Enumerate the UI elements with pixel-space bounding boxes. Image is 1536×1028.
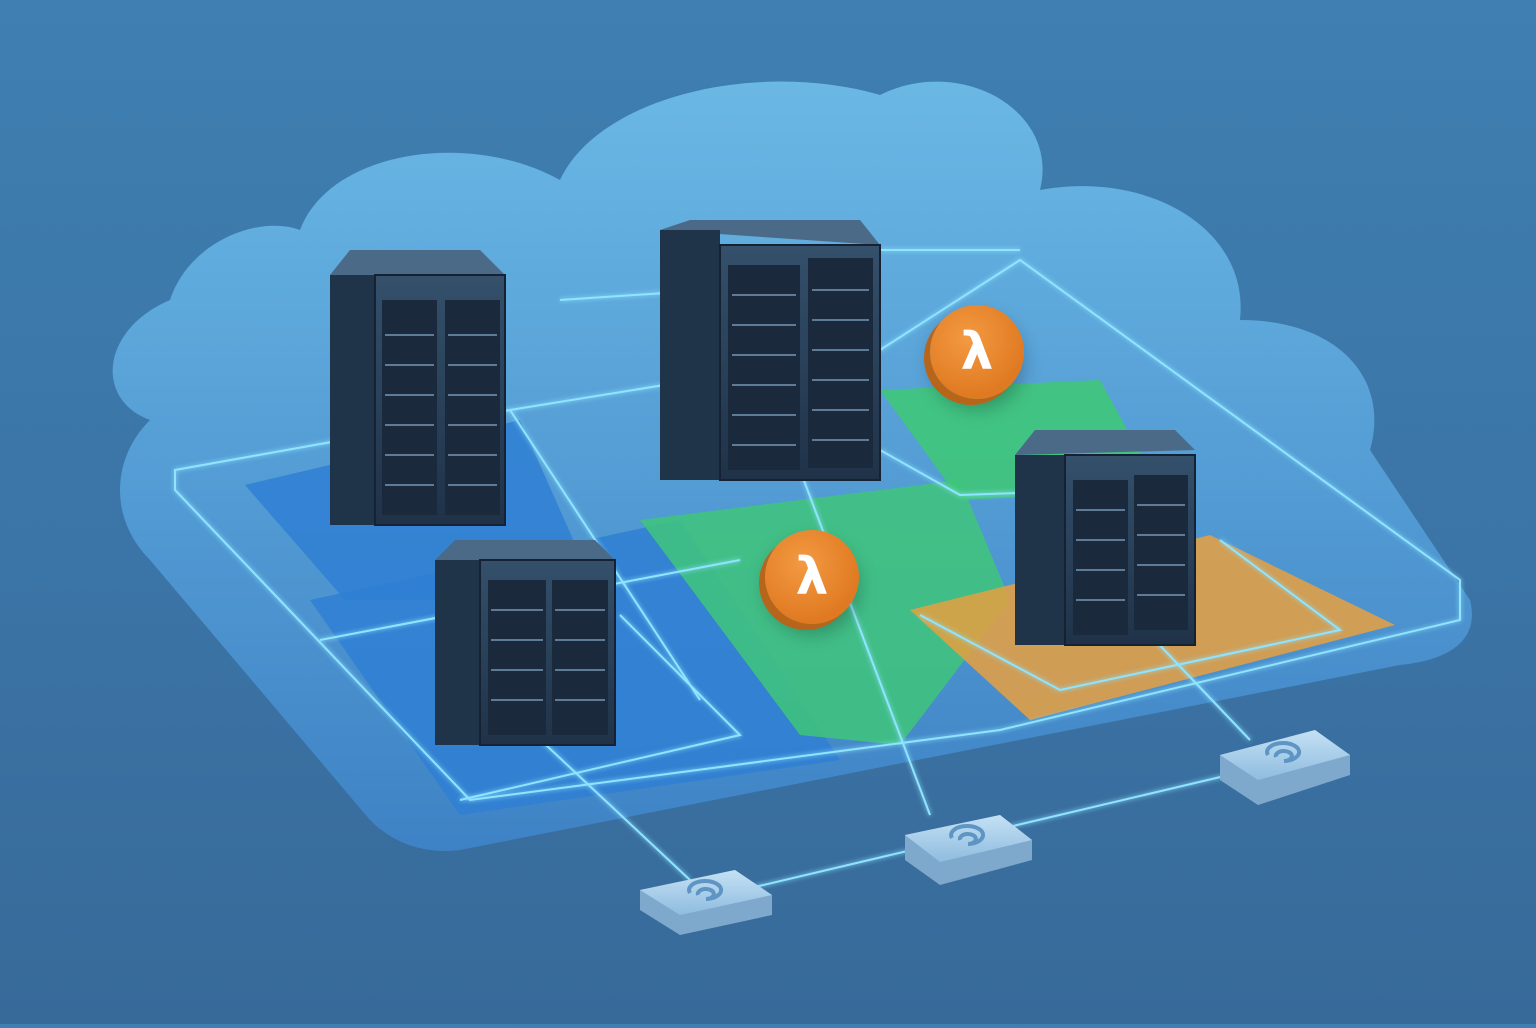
edge-node-2 — [905, 815, 1032, 885]
server-rack-1 — [330, 250, 506, 526]
swirl-icon — [949, 824, 986, 846]
lambda-icon: λ — [795, 547, 829, 607]
server-rack-3 — [435, 540, 616, 746]
edge-node-3 — [1220, 730, 1350, 805]
swirl-icon — [1265, 741, 1302, 763]
lambda-badge-2: λ — [765, 530, 859, 624]
edge-node-1 — [640, 870, 772, 935]
server-rack-4 — [1015, 430, 1196, 646]
lambda-badge-1: λ — [930, 305, 1024, 399]
swirl-icon — [687, 879, 724, 901]
server-rack-2 — [660, 220, 881, 481]
lambda-icon: λ — [960, 322, 994, 382]
